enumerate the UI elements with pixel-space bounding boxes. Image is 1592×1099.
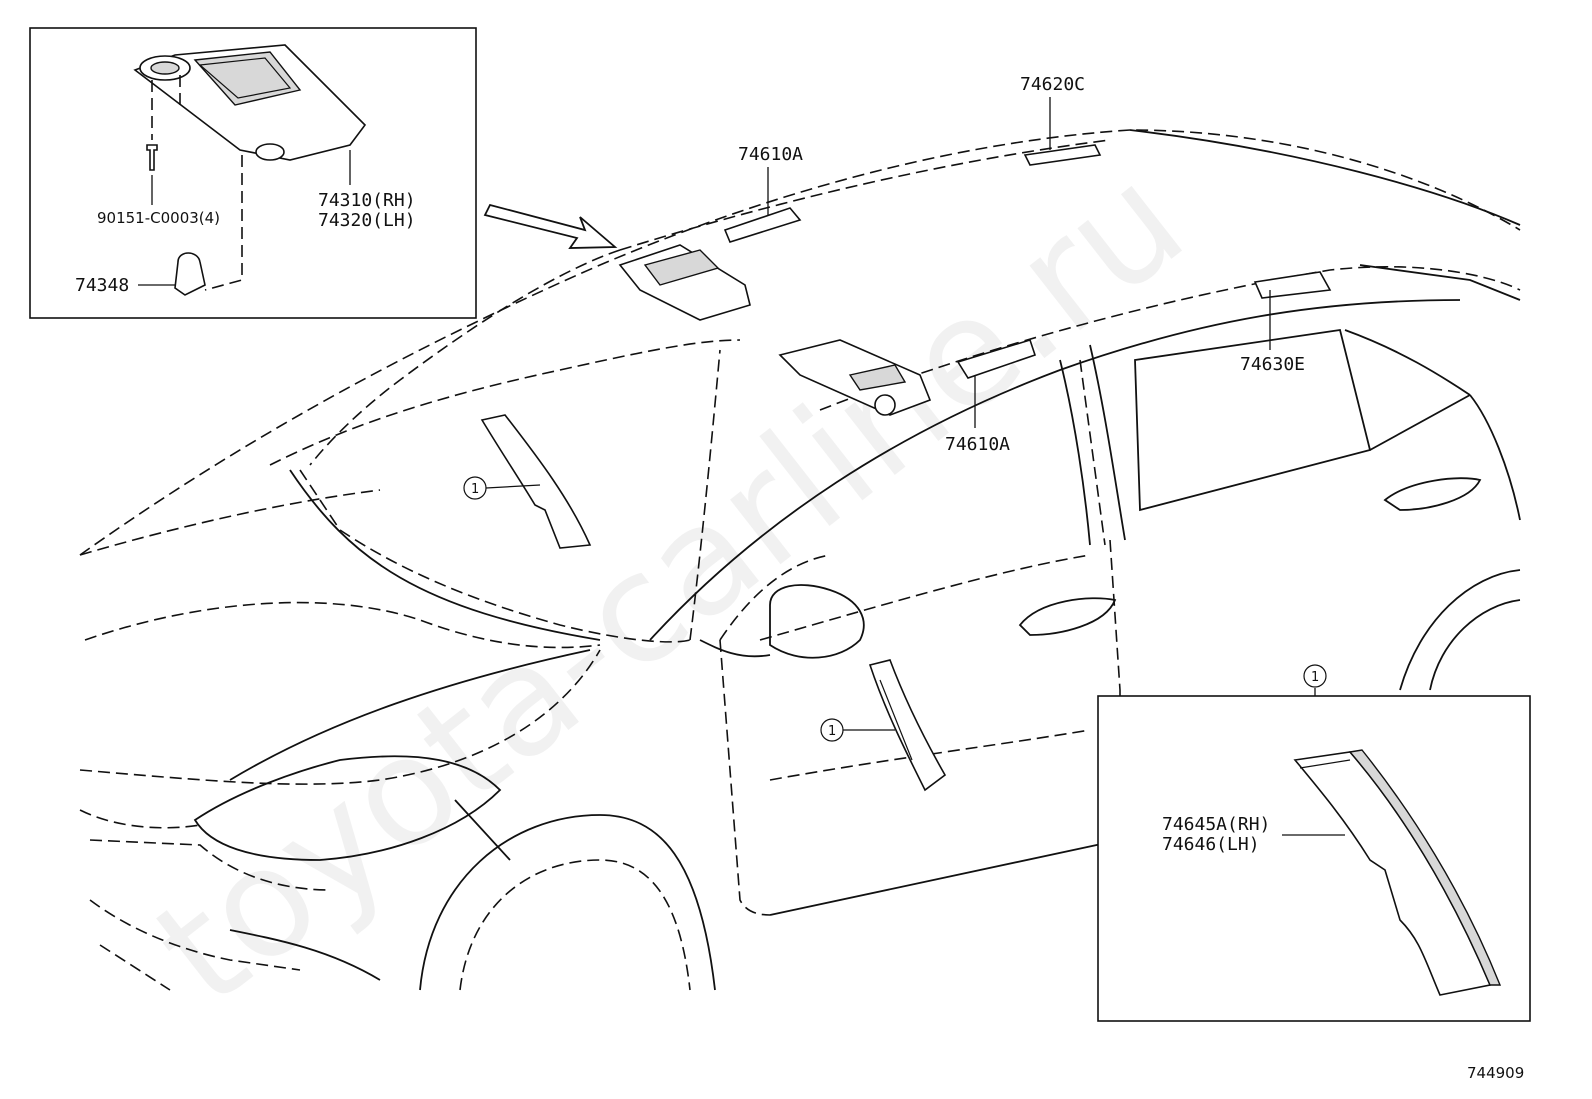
assist-grip-74620C bbox=[1023, 144, 1102, 166]
svg-text:1: 1 bbox=[471, 482, 479, 497]
car-body-outline bbox=[79, 129, 1521, 991]
pillar-garnish-b bbox=[868, 659, 947, 792]
diagram-id: 744909 bbox=[1467, 1064, 1524, 1082]
label-74610A-mid: 74610A bbox=[945, 434, 1010, 455]
label-74610A-top: 74610A bbox=[738, 144, 803, 165]
assist-grip-74610A-top bbox=[723, 207, 802, 243]
label-74630E: 74630E bbox=[1240, 354, 1305, 375]
direction-arrow bbox=[483, 203, 618, 249]
label-74646: 74646(LH) bbox=[1162, 834, 1260, 855]
pillar-garnish-a bbox=[480, 414, 592, 549]
sun-visor-on-car-left bbox=[618, 244, 751, 321]
inset-sun-visor bbox=[29, 27, 477, 319]
inset-pillar-garnish: 1 bbox=[1097, 664, 1531, 1022]
svg-text:1: 1 bbox=[1311, 670, 1319, 685]
label-74320: 74320(LH) bbox=[318, 210, 416, 231]
label-74645A: 74645A(RH) bbox=[1162, 814, 1270, 835]
assist-grip-74630E bbox=[1253, 271, 1332, 299]
label-90151: 90151-C0003(4) bbox=[97, 209, 220, 227]
assist-grip-74610A-mid bbox=[956, 339, 1037, 379]
label-74310: 74310(RH) bbox=[318, 190, 416, 211]
sun-visor-on-car-right bbox=[778, 339, 932, 416]
label-74348: 74348 bbox=[75, 275, 129, 296]
callout-1-a: 1 bbox=[463, 476, 541, 500]
label-74620C: 74620C bbox=[1020, 74, 1085, 95]
callout-1-b: 1 bbox=[820, 718, 895, 742]
svg-text:1: 1 bbox=[828, 724, 836, 739]
